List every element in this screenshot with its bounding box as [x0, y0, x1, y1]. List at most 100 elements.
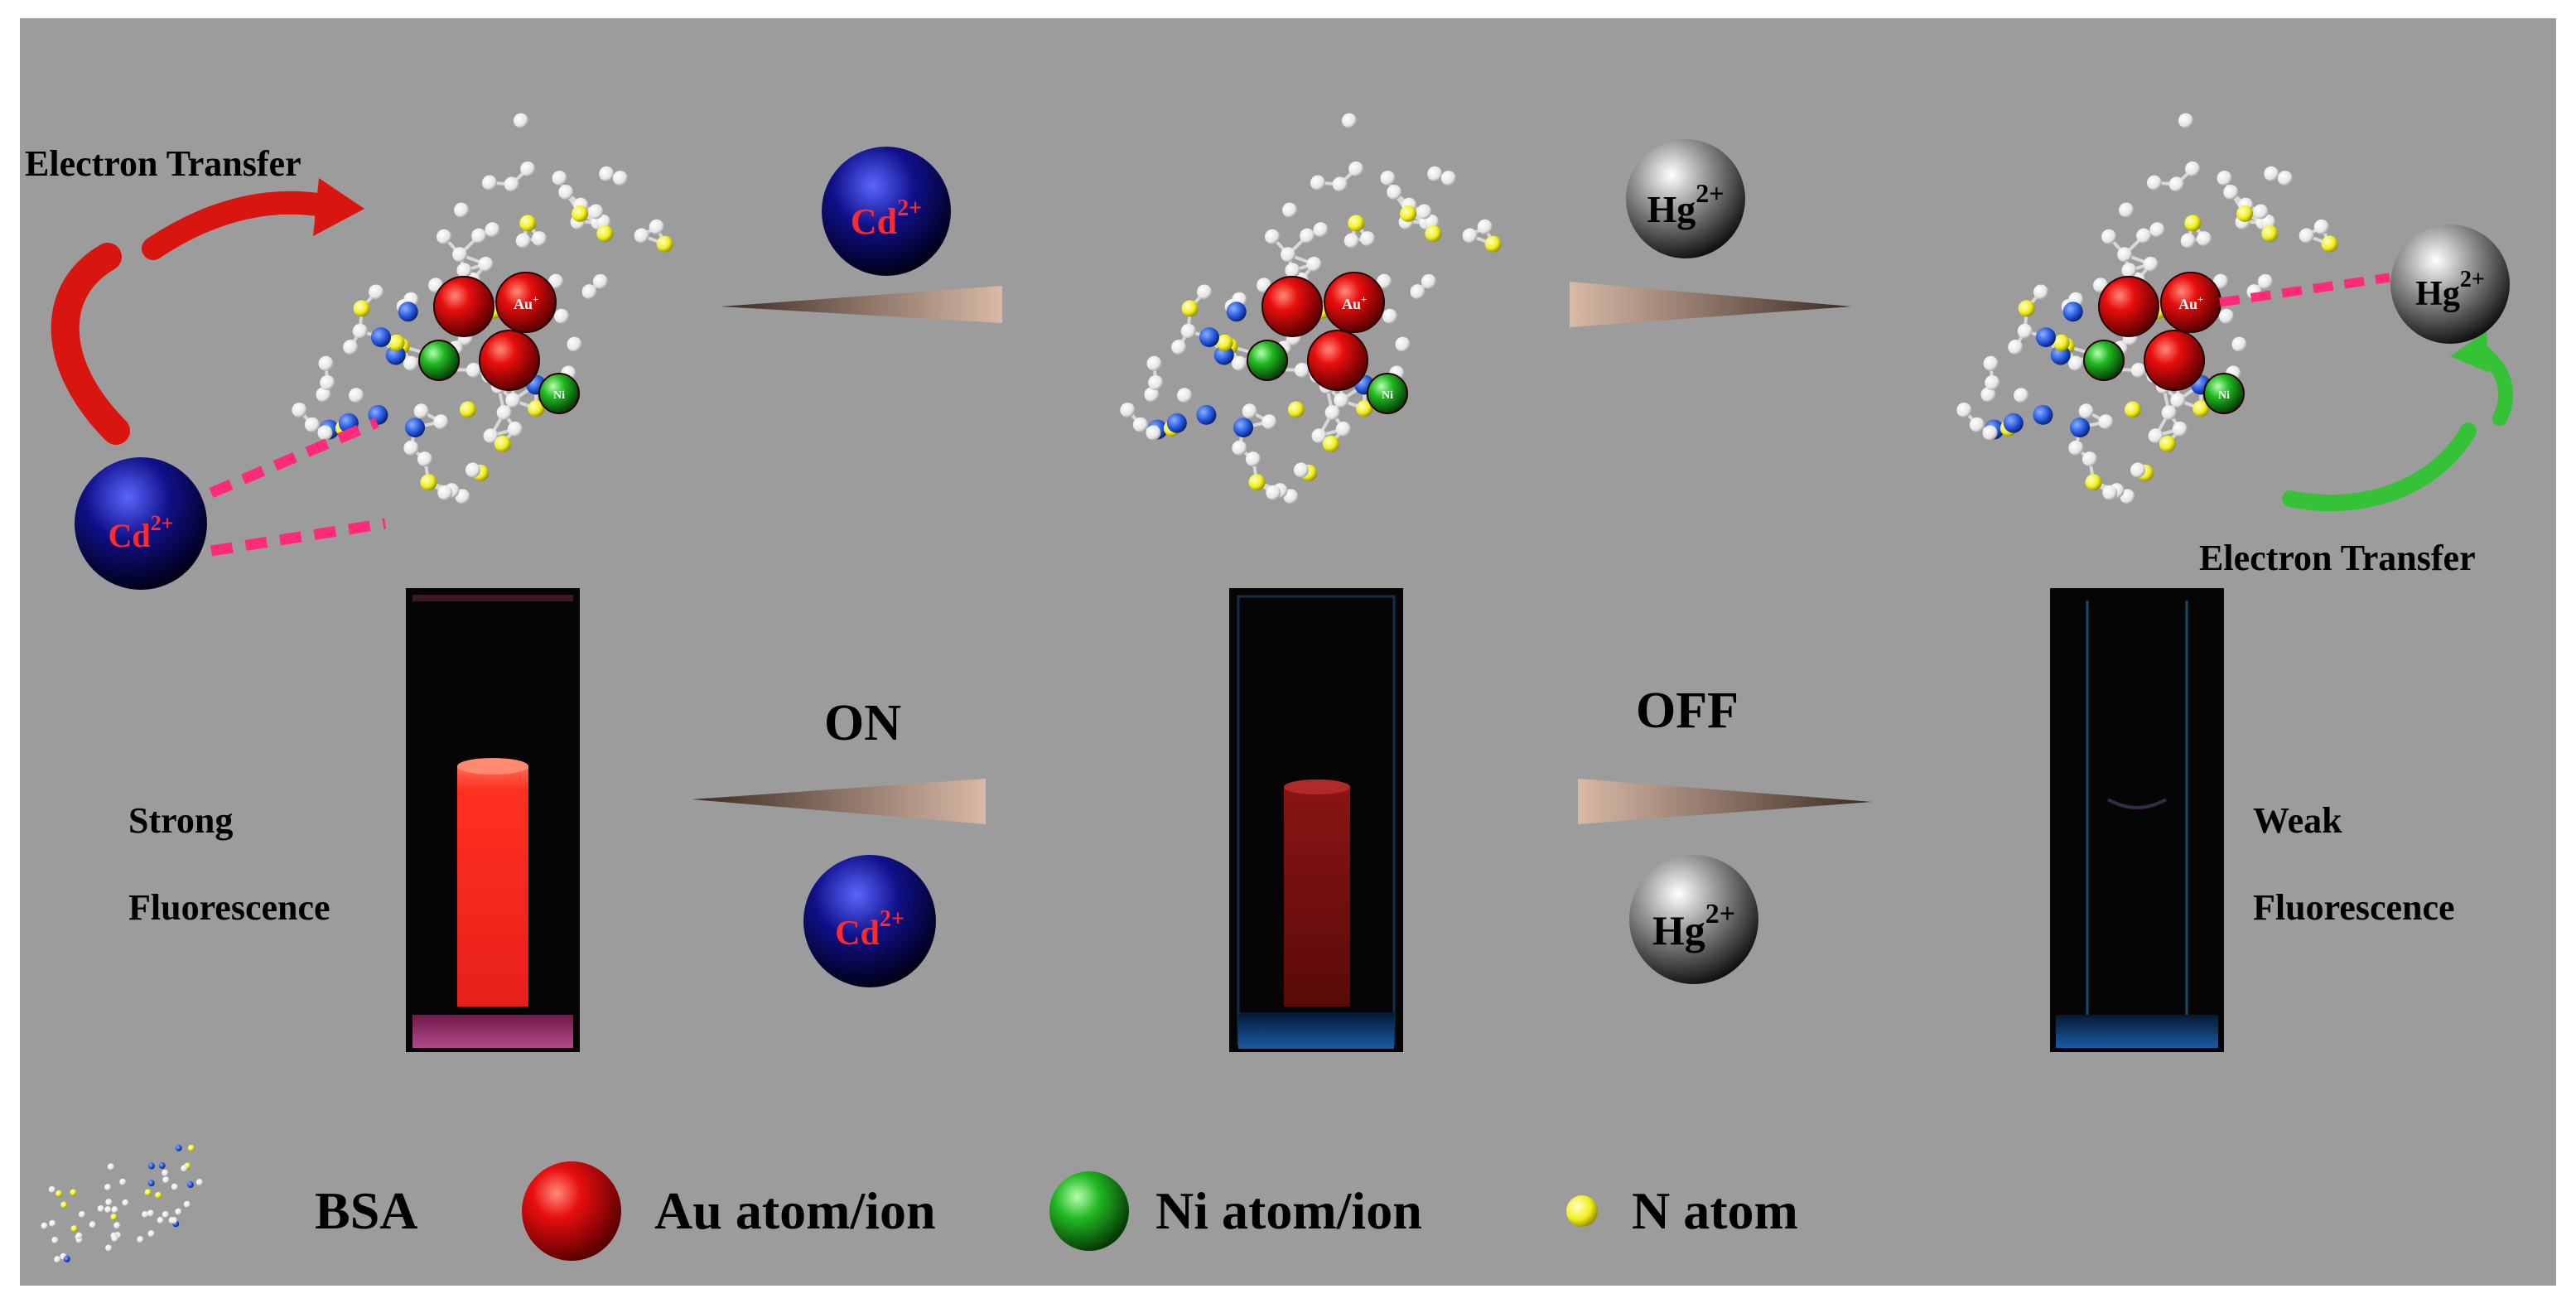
hg-ion-right: Hg2+ [2390, 224, 2510, 344]
h-atom [558, 185, 573, 200]
h-atom [1344, 234, 1359, 249]
h-atom [1285, 263, 1300, 278]
n-atom [2125, 401, 2141, 417]
h-atom [162, 1170, 168, 1176]
h-atom [105, 1245, 112, 1252]
ni-atom [419, 340, 459, 380]
h-atom [1294, 462, 1309, 477]
h-atom [2018, 324, 2033, 339]
n-atom [1323, 436, 1339, 452]
h-atom [2219, 309, 2234, 324]
h-atom [456, 263, 471, 278]
legend-bsa-label: BSA [315, 1181, 418, 1240]
n-atom [2261, 225, 2278, 242]
h-atom [1313, 222, 1328, 237]
h-atom [2068, 441, 2083, 456]
h-atom [1232, 441, 1247, 456]
ni-ion-label: Ni [2218, 389, 2230, 402]
c-atom [1227, 302, 1247, 321]
h-atom [162, 1211, 169, 1218]
weak-label-line2: Fluorescence [2253, 887, 2455, 928]
n-atom [2184, 215, 2201, 231]
h-atom [2185, 162, 2200, 176]
h-atom [320, 375, 335, 390]
n-atom [60, 1202, 67, 1209]
au-atom [1308, 331, 1368, 390]
h-atom [2102, 485, 2117, 500]
h-atom [181, 1165, 187, 1171]
h-atom [1333, 176, 1348, 191]
h-atom [171, 1184, 178, 1190]
h-atom [184, 1201, 191, 1208]
cd-ion-bottom: Cd2+ [803, 855, 936, 987]
h-atom [2014, 388, 2028, 403]
h-atom [98, 1205, 104, 1212]
h-atom [2170, 393, 2185, 408]
h-atom [2231, 337, 2246, 352]
h-atom [1197, 284, 1212, 299]
h-atom [1387, 185, 1401, 200]
h-atom [2258, 274, 2273, 289]
h-atom [319, 356, 334, 371]
off-label: OFF [1636, 683, 1739, 739]
h-atom [2098, 414, 2113, 429]
h-atom [417, 451, 432, 466]
h-atom [1427, 167, 1442, 181]
on-label: ON [824, 695, 901, 751]
cuvette-center [1229, 588, 1403, 1052]
h-atom [1478, 220, 1493, 234]
h-atom [1306, 257, 1321, 272]
h-atom [1177, 388, 1192, 403]
h-atom [41, 1223, 48, 1229]
au-atom [434, 277, 494, 336]
h-atom [147, 1210, 154, 1217]
h-atom [1181, 324, 1196, 339]
ni-ion-label: Ni [1382, 389, 1393, 402]
h-atom [111, 1235, 118, 1242]
h-atom [2173, 422, 2188, 437]
hg-ion-top: Hg2+ [1626, 139, 1745, 258]
n-atom [1425, 225, 1441, 242]
h-atom [504, 176, 519, 191]
h-atom [508, 422, 523, 437]
h-atom [119, 1179, 126, 1185]
h-atom [292, 403, 306, 417]
h-atom [1395, 337, 1410, 352]
n-atom [1288, 401, 1305, 417]
h-atom [1441, 171, 1456, 186]
c-atom [2063, 302, 2083, 321]
h-atom [532, 231, 547, 246]
cd-ion-top: Cd2+ [822, 147, 951, 276]
h-atom [1133, 417, 1148, 432]
h-atom [466, 363, 481, 378]
au-atom [2144, 331, 2204, 390]
n-atom [71, 1225, 78, 1232]
c-atom [1196, 405, 1216, 425]
h-atom [599, 167, 614, 181]
weak-label-line1: Weak [2253, 800, 2342, 841]
h-atom [1120, 403, 1135, 417]
h-atom [1232, 356, 1247, 371]
h-atom [343, 340, 358, 355]
n-atom [421, 474, 437, 490]
h-atom [2217, 171, 2232, 186]
h-atom [613, 171, 628, 186]
h-atom [2197, 231, 2212, 246]
c-atom [1233, 417, 1253, 437]
n-atom [55, 1190, 62, 1197]
h-atom [75, 1233, 82, 1239]
h-atom [2278, 171, 2293, 186]
h-atom [108, 1163, 114, 1170]
h-atom [175, 1209, 181, 1215]
au-atom [1262, 277, 1322, 336]
n-atom [2322, 235, 2338, 252]
electron-transfer-label-left: Electron Transfer [25, 143, 301, 184]
h-atom [2130, 462, 2145, 477]
h-atom [2008, 340, 2023, 355]
n-atom [494, 436, 511, 452]
h-atom [1463, 229, 1478, 244]
ni-atom [1247, 340, 1287, 380]
h-atom [1421, 274, 1436, 289]
